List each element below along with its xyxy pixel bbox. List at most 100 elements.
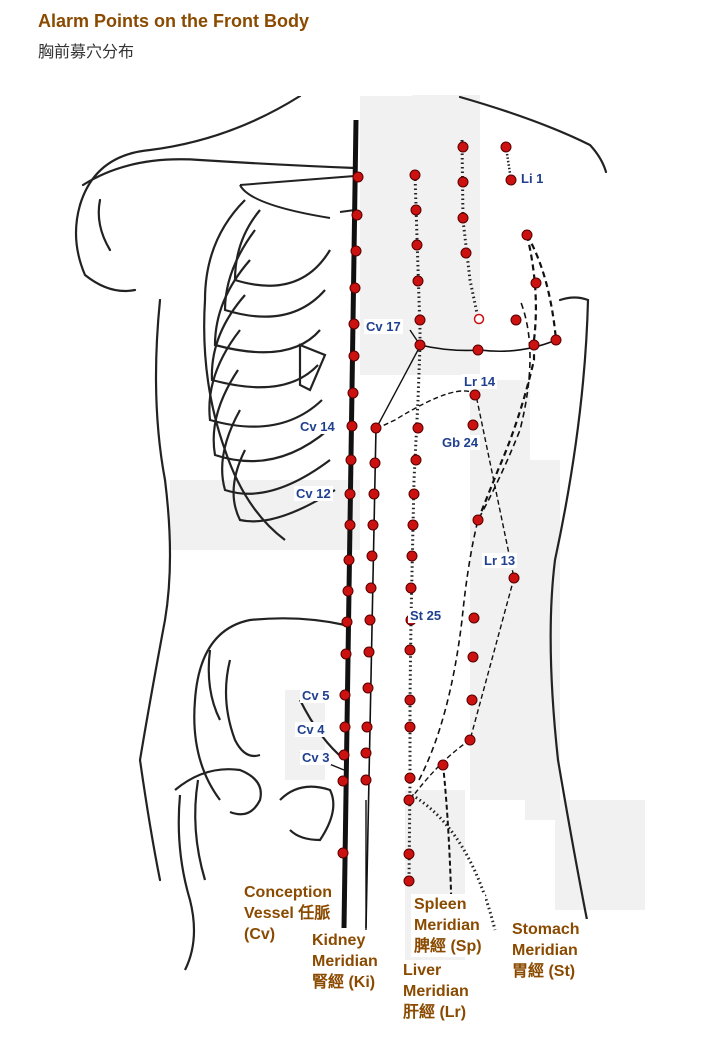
acupoint-cv-1 xyxy=(352,171,364,183)
acupoint-st-3 xyxy=(510,314,522,326)
acupoint-other-6 xyxy=(467,651,479,663)
acupoint-cv-9 xyxy=(345,454,357,466)
acupoint-hollow-marker xyxy=(473,313,485,325)
acupoint-ki-7 xyxy=(364,614,376,626)
stomach-lower-line xyxy=(411,793,497,931)
acupoint-ki-12 xyxy=(360,774,372,786)
acupoint-sp-2 xyxy=(410,204,422,216)
label-gb24: Gb 24 xyxy=(440,435,481,450)
acupoint-sp-12 xyxy=(405,582,417,594)
label-cv12: Cv 12 xyxy=(294,486,333,501)
acupoint-sp-19 xyxy=(403,848,415,860)
acupoint-other-7 xyxy=(466,694,478,706)
acupoint-cv-16 xyxy=(339,689,351,701)
label-spleen-meridian: Spleen Meridian 脾經 (Sp) xyxy=(411,894,485,957)
label-lr14: Lr 14 xyxy=(462,374,498,389)
acupoint-st-2 xyxy=(530,277,542,289)
acupoint-spUpper-2 xyxy=(457,176,469,188)
acupoint-cv-17 xyxy=(339,721,351,733)
acupoint-ki-2 xyxy=(369,457,381,469)
acupoint-cv-7 xyxy=(347,387,359,399)
acupoint-li-1 xyxy=(500,141,512,153)
acupoint-ki-10 xyxy=(361,721,373,733)
acupoint-other-1 xyxy=(469,389,481,401)
label-lr13: Lr 13 xyxy=(482,553,518,568)
acupoint-cv-4 xyxy=(349,282,361,294)
label-cv14: Cv 14 xyxy=(298,419,337,434)
label-kidney-meridian: Kidney Meridian 腎經 (Ki) xyxy=(309,930,381,993)
label-cv5: Cv 5 xyxy=(300,688,332,703)
label-li1: Li 1 xyxy=(519,171,546,186)
acupoint-ki-3 xyxy=(368,488,380,500)
acupoint-other-9 xyxy=(437,759,449,771)
acupoint-cv-3 xyxy=(350,245,362,257)
label-cv3: Cv 3 xyxy=(300,750,332,765)
acupoint-cv-20 xyxy=(337,847,349,859)
acupoint-sp-14 xyxy=(404,644,416,656)
acupoint-other-8 xyxy=(464,734,476,746)
acupoint-cv-2 xyxy=(351,209,363,221)
acupoint-other-3 xyxy=(472,514,484,526)
acupoint-cv-19 xyxy=(337,775,349,787)
acupoint-sp-16 xyxy=(404,721,416,733)
acupoint-other-5 xyxy=(468,612,480,624)
acupoint-sp-5 xyxy=(414,314,426,326)
acupoint-sp-3 xyxy=(411,239,423,251)
acupoint-ki-11 xyxy=(360,747,372,759)
torso-outline xyxy=(74,94,608,937)
acupoint-ki-5 xyxy=(366,550,378,562)
title-block: Alarm Points on the Front Body 胸前募穴分布 xyxy=(30,8,412,96)
stomach-dashed-lower xyxy=(442,764,453,931)
acupoint-ki-8 xyxy=(363,646,375,658)
page-subtitle: 胸前募穴分布 xyxy=(38,44,135,61)
liver-lower-line xyxy=(377,390,515,801)
acupoint-sp-8 xyxy=(410,454,422,466)
label-stomach-meridian: Stomach Meridian 胃經 (St) xyxy=(509,919,615,982)
rib-cage xyxy=(203,199,336,541)
acupoint-sp-9 xyxy=(408,488,420,500)
acupoint-ki-9 xyxy=(362,682,374,694)
acupoint-sp-6 xyxy=(414,339,426,351)
acupoint-ki-6 xyxy=(365,582,377,594)
background-shading xyxy=(170,95,645,990)
acupoint-sp-17 xyxy=(404,772,416,784)
acupoint-sp-1 xyxy=(409,169,421,181)
acupoint-spUpper-3 xyxy=(457,212,469,224)
acupoint-ki-1 xyxy=(370,422,382,434)
acupoint-other-2 xyxy=(467,419,479,431)
kidney-meridian-line xyxy=(365,427,377,929)
acupoint-cv-11 xyxy=(344,519,356,531)
acupoint-cv-6 xyxy=(348,350,360,362)
pelvis xyxy=(174,617,346,971)
stomach-meridian-line xyxy=(476,234,558,521)
acupoint-sp-7 xyxy=(412,422,424,434)
label-cv4: Cv 4 xyxy=(295,722,327,737)
acupoint-sp-18 xyxy=(403,794,415,806)
acupoint-spUpper-1 xyxy=(457,141,469,153)
acupoint-spUpper-5 xyxy=(472,344,484,356)
acupoint-sp-11 xyxy=(406,550,418,562)
liver-meridian-line xyxy=(418,299,531,781)
page-title: Alarm Points on the Front Body xyxy=(38,11,310,31)
label-cv17: Cv 17 xyxy=(364,319,403,334)
acupoint-st-5 xyxy=(550,334,562,346)
label-st25: St 25 xyxy=(408,608,444,623)
acupoint-cv-13 xyxy=(342,585,354,597)
acupoint-st-4 xyxy=(528,339,540,351)
acupoint-other-4 xyxy=(508,572,520,584)
acupoint-cv-14 xyxy=(341,616,353,628)
acupoint-cv-8 xyxy=(346,420,358,432)
acupoint-markers xyxy=(337,141,562,887)
acupoint-st-1 xyxy=(521,229,533,241)
acupoint-sp-15 xyxy=(404,694,416,706)
acupoint-sp-20 xyxy=(403,875,415,887)
acupoint-cv-12 xyxy=(343,554,355,566)
acupoint-ki-4 xyxy=(367,519,379,531)
acupoint-sp-10 xyxy=(407,519,419,531)
acupoint-cv-5 xyxy=(348,318,360,330)
acupoint-spUpper-4 xyxy=(460,247,472,259)
acupoint-cv-18 xyxy=(338,749,350,761)
acupoint-sp-4 xyxy=(412,275,424,287)
